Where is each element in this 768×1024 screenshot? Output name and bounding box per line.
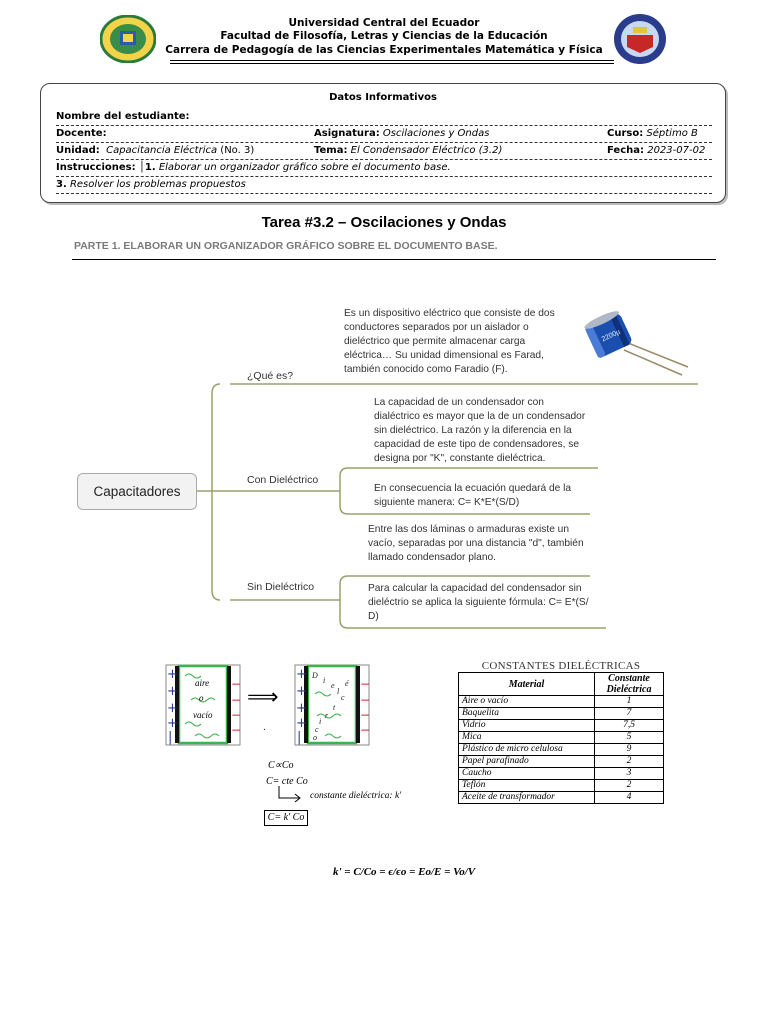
svg-text:+: + [167, 701, 178, 716]
svg-text:+: + [167, 667, 178, 682]
branch-without-dielectric-label: Sin Dieléctrico [247, 581, 314, 593]
svg-text:+: + [167, 684, 178, 699]
branch-without-dielectric-text-b: Para calcular la capacidad del condensad… [368, 582, 608, 624]
svg-text:−: − [231, 708, 241, 722]
diagram-air-label: aire [195, 678, 209, 688]
svg-text:|: | [168, 730, 172, 745]
branch-without-dielectric-text-a: Entre las dos láminas o armaduras existe… [368, 523, 608, 565]
table-cell-constant: 7,5 [595, 720, 664, 732]
svg-text:−: − [231, 723, 241, 737]
table-cell-material: Aceite de transformador [459, 792, 595, 804]
table-cell-material: Papel parafinado [459, 756, 595, 768]
capacitor-image: 2200µ [584, 305, 694, 380]
svg-text:|: | [297, 730, 301, 745]
dielectric-letter: i [323, 676, 325, 685]
svg-text:.: . [263, 722, 266, 733]
table-cell-constant: 9 [595, 744, 664, 756]
branch-what-is-text: Es un dispositivo eléctrico que consiste… [344, 307, 589, 377]
diagram-arrow: ⟹ [247, 685, 279, 710]
diagram-or-label: o [199, 693, 204, 703]
dielectric-letter: D [311, 671, 318, 680]
table-cell-material: Caucho [459, 768, 595, 780]
branch-with-dielectric-label: Con Dieléctrico [247, 474, 318, 486]
svg-text:−: − [360, 723, 370, 737]
dielectric-constants-table: Material Constante Dieléctrica Aire o va… [458, 672, 664, 804]
organizer-root: Capacitadores [77, 473, 197, 510]
dielectric-letter: e [331, 681, 335, 690]
table-header-constant: Constante Dieléctrica [595, 673, 664, 696]
svg-text:−: − [360, 708, 370, 722]
dielectric-ratio-formula: k' = C/Co = ϵ/ϵo = Eo/E = Vo/V [333, 866, 475, 878]
dielectric-letter: o [313, 733, 317, 742]
diagram-bent-arrow [277, 786, 307, 806]
svg-text:−: − [231, 693, 241, 707]
branch-what-is-label: ¿Qué es? [247, 370, 293, 382]
table-cell-material: Aire o vacío [459, 696, 595, 708]
diagram-proportional: C∝Co [268, 760, 293, 771]
svg-text:−: − [231, 677, 241, 691]
table-cell-material: Teflón [459, 780, 595, 792]
dielectric-letter: i [319, 717, 321, 726]
svg-text:+: + [296, 701, 307, 716]
diagram-vacuum-label: vacío [193, 710, 213, 720]
table-cell-constant: 3 [595, 768, 664, 780]
table-cell-material: Mica [459, 732, 595, 744]
table-cell-material: Baquelita [459, 708, 595, 720]
svg-text:+: + [296, 684, 307, 699]
table-cell-constant: 5 [595, 732, 664, 744]
dielectric-table-title: CONSTANTES DIELÉCTRICAS [458, 660, 664, 672]
table-cell-constant: 1 [595, 696, 664, 708]
branch-with-dielectric-text-a: La capacidad de un condensador con dialé… [374, 396, 614, 466]
branch-with-dielectric-text-b: En consecuencia la ecuación quedará de l… [374, 482, 604, 510]
table-cell-material: Plástico de micro celulosa [459, 744, 595, 756]
table-cell-constant: 2 [595, 756, 664, 768]
dielectric-letter: é [345, 679, 349, 688]
table-cell-material: Vidrio [459, 720, 595, 732]
dielectric-letter: c [341, 693, 345, 702]
diagram-constant-label: constante dieléctrica: k' [310, 791, 401, 801]
table-header-row: Material Constante Dieléctrica [459, 673, 664, 696]
svg-text:−: − [360, 693, 370, 707]
svg-text:+: + [167, 716, 178, 731]
svg-text:+: + [296, 716, 307, 731]
table-header-material: Material [459, 673, 595, 696]
table-cell-constant: 4 [595, 792, 664, 804]
diagram-boxed-formula: C= k' Co [264, 810, 308, 826]
capacitor-diagram: ++++| −−−− aire o vacío ⟹ . ++++| −−−− D… [165, 664, 375, 748]
table-cell-constant: 7 [595, 708, 664, 720]
svg-text:−: − [360, 677, 370, 691]
svg-text:+: + [296, 667, 307, 682]
table-cell-constant: 2 [595, 780, 664, 792]
